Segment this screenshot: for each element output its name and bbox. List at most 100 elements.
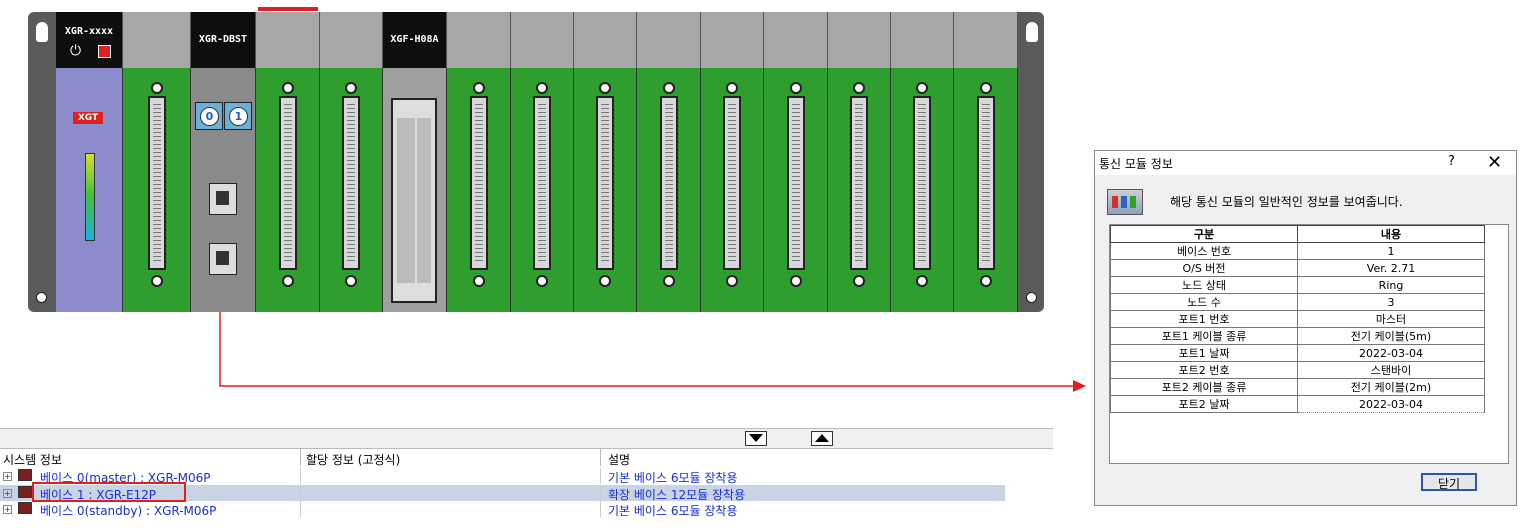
list-header: 시스템 정보 할당 정보 (고정식) 설명 <box>0 449 1053 467</box>
header-description[interactable]: 설명 <box>608 453 631 467</box>
column-header-category: 구분 <box>1110 225 1298 243</box>
column-header-content: 내용 <box>1297 225 1485 243</box>
slot-top <box>891 12 954 68</box>
cpu-module-body[interactable]: XGT <box>56 68 123 312</box>
connector-screw-icon <box>599 275 611 287</box>
slot-2-module[interactable] <box>256 68 320 312</box>
info-label: 노드 상태 <box>1110 276 1298 294</box>
io-module[interactable] <box>511 68 574 312</box>
slot-3-module[interactable] <box>320 68 383 312</box>
slot-top <box>574 12 637 68</box>
io-module[interactable] <box>447 68 511 312</box>
duplex-module-top[interactable]: XGR-DBST <box>191 12 256 68</box>
expand-icon[interactable]: + <box>3 472 12 481</box>
io-connector <box>342 96 360 270</box>
io-module[interactable] <box>954 68 1018 312</box>
io-module[interactable] <box>574 68 637 312</box>
close-icon[interactable]: ✕ <box>1487 152 1503 173</box>
io-module[interactable] <box>828 68 891 312</box>
info-value: 마스터 <box>1297 310 1485 328</box>
base-name: 베이스 0(standby) : XGR-M06P <box>40 504 217 518</box>
help-button[interactable]: ? <box>1448 154 1455 169</box>
slot-3-top <box>320 12 383 68</box>
duplex-module-label: XGR-DBST <box>198 34 248 45</box>
io-connector <box>976 96 995 270</box>
close-button[interactable]: 닫기 <box>1421 473 1477 491</box>
connector-screw-icon <box>345 275 357 287</box>
connector-screw-icon <box>472 275 485 287</box>
base-description: 기본 베이스 6모듈 장착용 <box>608 471 738 485</box>
analog-module-label: XGF-H08A <box>390 34 439 45</box>
io-connector <box>469 96 488 270</box>
info-label: 포트1 번호 <box>1110 310 1298 328</box>
rotary-switch-1: 1 <box>224 102 252 130</box>
io-module[interactable] <box>891 68 954 312</box>
slot-top <box>701 12 764 68</box>
analog-module-top[interactable]: XGF-H08A <box>383 12 447 68</box>
header-system-info[interactable]: 시스템 정보 <box>3 453 63 467</box>
io-module[interactable] <box>764 68 828 312</box>
io-module[interactable] <box>701 68 764 312</box>
info-label: 포트2 케이블 종류 <box>1110 378 1298 396</box>
screw-icon <box>36 292 47 303</box>
base-module-icon <box>18 502 32 514</box>
cpu-module-top[interactable]: XGR-xxxx ⏻ <box>56 12 123 68</box>
connector-screw-icon <box>281 275 294 287</box>
screw-icon <box>1026 292 1037 303</box>
slot-0-top <box>123 12 191 68</box>
io-connector <box>850 96 868 270</box>
slot-top <box>637 12 701 68</box>
io-connector <box>596 96 614 270</box>
base-name: 베이스 1 : XGR-E12P <box>40 488 157 502</box>
expand-icon[interactable]: + <box>3 489 12 498</box>
highlight-box <box>32 482 186 502</box>
connector-screw-icon <box>662 82 675 94</box>
module-icon <box>1107 189 1143 215</box>
scroll-up-button[interactable] <box>811 431 833 446</box>
connector-screw-icon <box>979 82 992 94</box>
scroll-down-button[interactable] <box>745 431 767 446</box>
lock-icon <box>1026 22 1038 42</box>
info-label: O/S 버전 <box>1110 259 1298 277</box>
expand-icon[interactable]: + <box>3 505 12 514</box>
plc-rack: XGR-xxxx ⏻ XGT XGR-DBST 0 1 <box>28 7 1044 312</box>
dialog-title: 통신 모듈 정보 <box>1099 157 1173 171</box>
duplex-module-body[interactable]: 0 1 <box>191 68 256 312</box>
connector-screw-icon <box>789 82 802 94</box>
cpu-module-label: XGR-xxxx <box>64 26 114 37</box>
connector-screw-icon <box>281 82 294 94</box>
info-value: 2022-03-04 <box>1297 344 1485 362</box>
info-label: 포트2 날짜 <box>1110 395 1298 413</box>
slot-0-module[interactable] <box>123 68 191 312</box>
io-connector <box>659 96 678 270</box>
header-assignment[interactable]: 할당 정보 (고정식) <box>306 453 401 467</box>
dialog-titlebar <box>1095 151 1516 175</box>
base-module-icon <box>18 469 32 481</box>
xgt-logo: XGT <box>73 112 103 124</box>
slot-top <box>828 12 891 68</box>
connector-screw-icon <box>979 275 992 287</box>
info-value: 3 <box>1297 293 1485 311</box>
info-value: 1 <box>1297 242 1485 260</box>
info-value: Ring <box>1297 276 1485 294</box>
io-connector <box>278 96 297 270</box>
info-label: 포트1 날짜 <box>1110 344 1298 362</box>
info-value: 2022-03-04 <box>1297 395 1485 413</box>
ethernet-port-icon <box>209 243 237 275</box>
analog-module-body[interactable] <box>383 68 447 312</box>
connector-screw-icon <box>150 82 163 94</box>
connector-screw-icon <box>536 82 548 94</box>
io-module[interactable] <box>637 68 701 312</box>
